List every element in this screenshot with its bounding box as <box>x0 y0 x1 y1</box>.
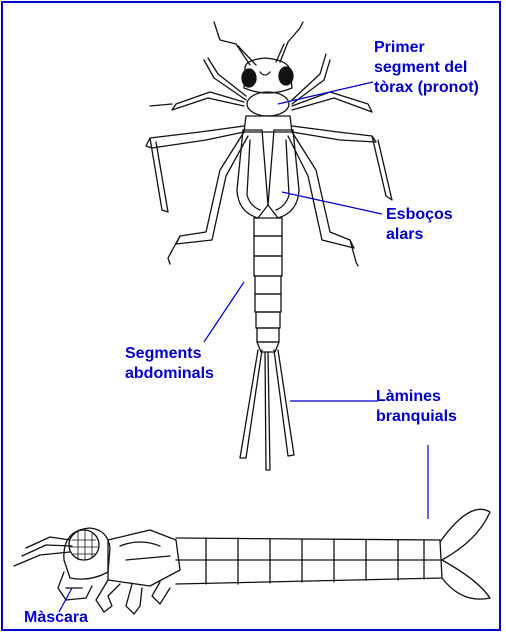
head-lateral <box>64 528 110 579</box>
label-esbossos: Esboços alars <box>386 205 453 245</box>
label-lamines: Làmines branquials <box>376 387 457 427</box>
gill-lateral-lower <box>442 560 490 599</box>
label-pronot: Primer segment del tòrax (pronot) <box>374 38 479 98</box>
leg-front-right <box>292 54 326 100</box>
gill-lateral-upper <box>440 509 490 560</box>
dorsal-nymph <box>146 22 392 470</box>
leader-esbossos <box>282 192 382 214</box>
antenna-left <box>214 22 250 65</box>
pronotum <box>247 92 289 116</box>
compound-eye <box>69 530 99 560</box>
antenna-right <box>280 22 303 62</box>
leg-lateral-1 <box>96 580 120 612</box>
abdomen-lateral <box>176 538 442 584</box>
leg-lateral-2 <box>126 584 142 614</box>
label-segments: Segments abdominals <box>125 344 214 384</box>
leg-mid-right <box>292 126 376 142</box>
label-mascara: Màscara <box>24 608 88 628</box>
gill-lamellae <box>240 350 294 470</box>
leg-hind-right <box>288 132 354 248</box>
lateral-nymph <box>14 509 490 614</box>
antenna-lateral <box>26 537 70 548</box>
leader-segments <box>204 282 244 342</box>
abdomen-segments <box>254 218 282 352</box>
leg-mid-left <box>146 126 244 148</box>
leg-lateral-3 <box>152 582 170 604</box>
labial-mask <box>58 572 92 600</box>
